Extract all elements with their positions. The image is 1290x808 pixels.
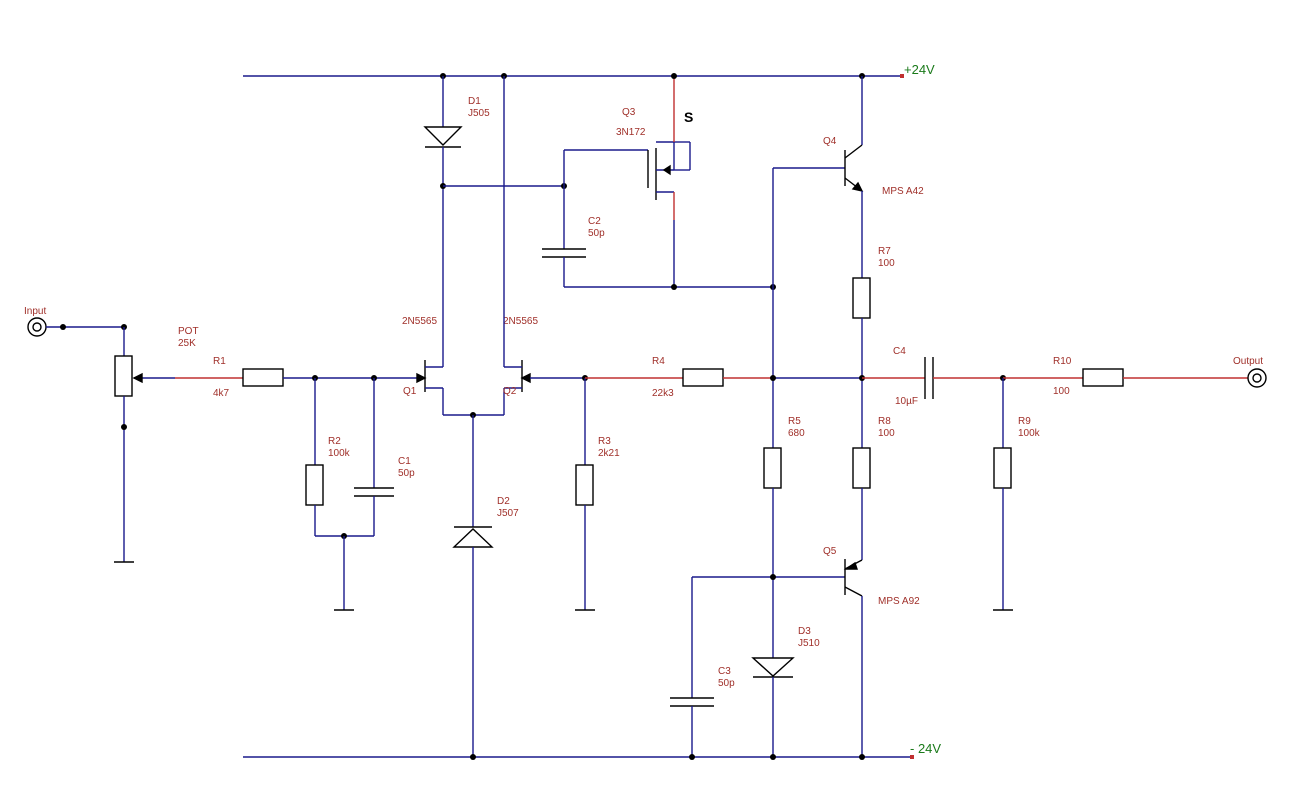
d1-ref: D1 — [468, 96, 481, 107]
output-label: Output — [1233, 356, 1263, 367]
r8-value: 100 — [878, 428, 895, 439]
pot-ref: POT — [178, 326, 199, 337]
output-connector[interactable]: Output — [1233, 356, 1267, 388]
d2-value: J507 — [497, 508, 519, 519]
negative-rail-label: - 24V — [910, 741, 941, 756]
c3-ref: C3 — [718, 666, 731, 677]
jfet-q2: 2N5565 Q2 — [503, 316, 538, 415]
bjt-q5: Q5 MPS A92 — [692, 546, 920, 757]
r1-ref: R1 — [213, 356, 226, 367]
mosfet-q3: Q3 3N172 S — [563, 76, 693, 220]
r7-ref: R7 — [878, 246, 891, 257]
r7-value: 100 — [878, 258, 895, 269]
q2-part: 2N5565 — [503, 316, 538, 327]
r1-value: 4k7 — [213, 388, 230, 399]
q1-part: 2N5565 — [402, 316, 437, 327]
r9-value: 100k — [1018, 428, 1041, 439]
q5-part: MPS A92 — [878, 596, 920, 607]
q4-part: MPS A42 — [882, 186, 924, 197]
resistor-r7: R7 100 — [852, 246, 895, 448]
resistor-r8: R8 100 — [852, 416, 895, 560]
q1-ref: Q1 — [403, 386, 417, 397]
q5-ref: Q5 — [823, 546, 837, 557]
r10-ref: R10 — [1053, 356, 1072, 367]
diode-d1: D1 J505 — [423, 76, 490, 343]
bjt-q4: Q4 MPS A42 — [773, 76, 924, 278]
diode-d3: D3 J510 — [751, 626, 820, 757]
r5-ref: R5 — [788, 416, 801, 427]
jfet-q1: 2N5565 Q1 — [402, 316, 444, 415]
input-label: Input — [24, 306, 46, 317]
d1-value: J505 — [468, 108, 490, 119]
diode-d2: D2 J507 — [452, 415, 519, 757]
resistor-r5: R5 680 — [763, 416, 805, 658]
positive-rail: +24V — [243, 62, 935, 78]
r2-value: 100k — [328, 448, 351, 459]
c4-ref: C4 — [893, 346, 906, 357]
r8-ref: R8 — [878, 416, 891, 427]
negative-rail: - 24V — [243, 741, 941, 759]
capacitor-c4: C4 10µF — [862, 346, 1003, 407]
resistor-r9: R9 100k — [993, 378, 1041, 611]
r4-value: 22k3 — [652, 388, 674, 399]
capacitor-c1: C1 50p — [354, 378, 415, 536]
resistor-r2: R2 100k — [305, 378, 351, 536]
resistor-r1: R1 4k7 — [175, 356, 284, 399]
r9-ref: R9 — [1018, 416, 1031, 427]
q2-ref: Q2 — [503, 386, 517, 397]
resistor-r3: R3 2k21 — [575, 378, 620, 611]
positive-rail-label: +24V — [904, 62, 935, 77]
r4-ref: R4 — [652, 356, 665, 367]
c3-value: 50p — [718, 678, 735, 689]
input-connector[interactable]: Input — [24, 306, 47, 337]
q4-ref: Q4 — [823, 136, 837, 147]
r3-value: 2k21 — [598, 448, 620, 459]
capacitor-c2: C2 50p — [542, 186, 605, 287]
c2-value: 50p — [588, 228, 605, 239]
d3-value: J510 — [798, 638, 820, 649]
c1-ref: C1 — [398, 456, 411, 467]
d2-ref: D2 — [497, 496, 510, 507]
q3-source-pin: S — [684, 109, 693, 125]
r2-ref: R2 — [328, 436, 341, 447]
c1-value: 50p — [398, 468, 415, 479]
pot-25k: POT 25K — [114, 326, 199, 397]
c4-value: 10µF — [895, 396, 918, 407]
r10-value: 100 — [1053, 386, 1070, 397]
q3-ref: Q3 — [622, 107, 636, 118]
resistor-r10: R10 100 — [1003, 356, 1248, 397]
resistor-r4: R4 22k3 — [585, 356, 773, 399]
pot-value: 25K — [178, 338, 196, 349]
capacitor-c3: C3 50p — [670, 577, 735, 757]
q3-part: 3N172 — [616, 127, 646, 138]
d3-ref: D3 — [798, 626, 811, 637]
r3-ref: R3 — [598, 436, 611, 447]
c2-ref: C2 — [588, 216, 601, 227]
r5-value: 680 — [788, 428, 805, 439]
